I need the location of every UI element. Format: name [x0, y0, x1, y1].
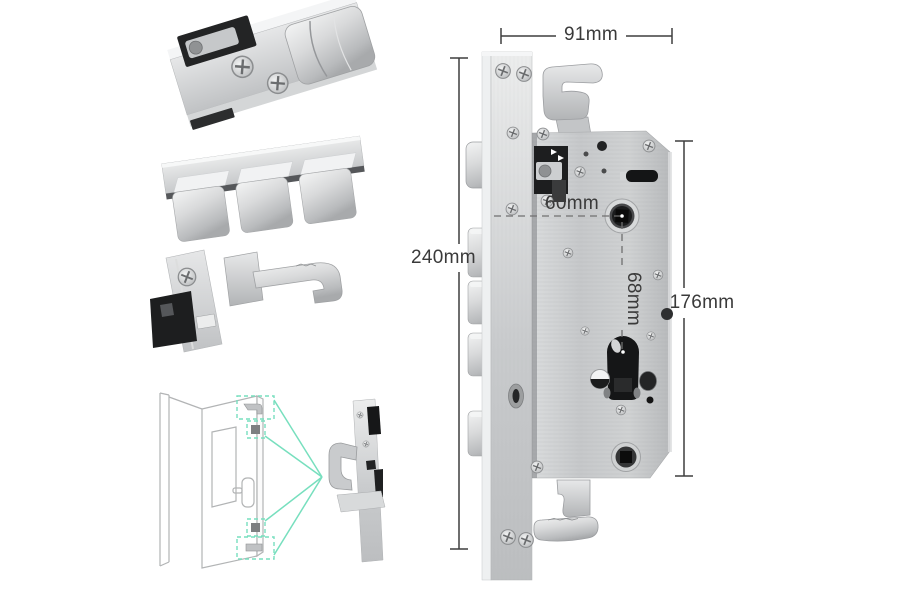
screw-icon — [574, 166, 586, 178]
highlight-box-bottom-bolt — [236, 536, 275, 560]
dimension-label-height: 240mm — [411, 247, 476, 268]
bottom-hook-bolt — [533, 479, 599, 542]
dimension-line-176mm — [675, 140, 693, 477]
screw-icon — [652, 269, 664, 281]
highlight-box-top-hook — [236, 395, 275, 420]
hook-bolt — [328, 442, 358, 491]
dimension-label-backset: 60mm — [545, 193, 599, 214]
lock-faceplate — [481, 51, 535, 581]
hole — [597, 141, 607, 151]
screw-icon — [562, 247, 574, 259]
lock-cavity — [150, 291, 197, 348]
door-frame — [159, 392, 203, 567]
dimension-lines — [450, 28, 693, 550]
zoom-guide-lines — [264, 399, 323, 556]
screw-icon — [580, 326, 590, 336]
detail-photo-latch-bolt — [167, 0, 378, 130]
latch-bolt — [284, 6, 376, 85]
door-leaf — [201, 395, 258, 569]
detail-photo-deadbolts — [161, 135, 365, 242]
slider-slot — [626, 170, 658, 182]
main-lock-photo — [465, 51, 673, 581]
screw-icon — [615, 404, 627, 416]
door-window-panel — [211, 426, 237, 508]
mounting-plate — [336, 490, 386, 513]
deadbolt — [299, 152, 357, 224]
top-hook-bolt — [542, 63, 603, 139]
door-highlight-marks — [236, 395, 323, 560]
screw-icon — [494, 62, 512, 80]
deadbolt — [172, 170, 230, 242]
door-handle-stem — [232, 487, 243, 494]
door-installation-diagram — [159, 392, 264, 569]
door-edge — [256, 395, 264, 558]
highlight-box-top-latch — [246, 420, 266, 439]
highlight-box-bottom-latch — [246, 518, 266, 537]
screw-icon — [505, 202, 519, 216]
deadbolt — [235, 161, 294, 233]
screw-icon — [506, 126, 520, 140]
side-hole — [639, 371, 657, 391]
edge-hole — [661, 308, 673, 320]
screw-icon — [515, 65, 533, 83]
screw-icon — [362, 440, 370, 448]
dimension-label-case-height: 176mm — [669, 292, 735, 313]
hook-bolt — [252, 262, 343, 304]
screw-icon — [530, 460, 544, 474]
thumbturn-hub — [611, 442, 641, 472]
cylinder-hole — [607, 336, 639, 400]
guide-lines — [494, 215, 623, 350]
detail-photo-hook-bolt — [150, 249, 343, 353]
dimension-line-240mm — [450, 57, 468, 550]
screw-icon — [499, 528, 517, 546]
dimension-line-91mm — [500, 28, 673, 44]
screw-icon — [356, 411, 364, 419]
dimension-label-center-distance: 68mm — [623, 272, 644, 326]
screw-icon — [517, 531, 535, 549]
screw-icon — [536, 127, 550, 141]
lock-edge-photo — [328, 398, 386, 563]
screw-icon — [177, 267, 197, 287]
screw-icon — [642, 139, 656, 153]
lock-body — [530, 127, 673, 479]
screw-icon — [646, 331, 656, 341]
dimension-label-width: 91mm — [564, 24, 618, 45]
